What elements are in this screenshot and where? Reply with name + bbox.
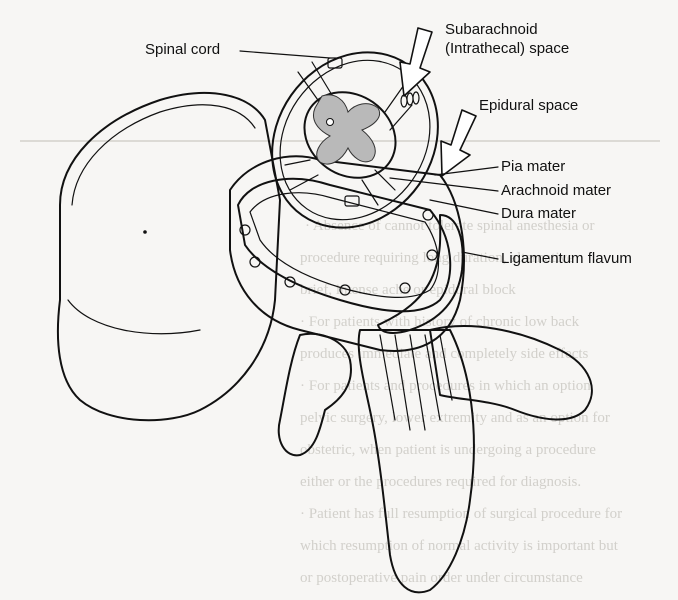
gray-matter xyxy=(313,95,379,164)
svg-text:either or the procedures requi: either or the procedures required for di… xyxy=(300,474,581,490)
epidural-arrow xyxy=(441,110,476,176)
label-intrathecal: (Intrathecal) space xyxy=(445,39,569,58)
svg-text:pelvic surgery, lower extremit: pelvic surgery, lower extremity and as a… xyxy=(300,410,610,426)
label-arachnoid-mater: Arachnoid mater xyxy=(501,181,611,200)
label-epidural-space: Epidural space xyxy=(479,96,578,115)
vertebral-body-rim xyxy=(72,105,255,205)
svg-text:· Patient has full resumption: · Patient has full resumption of surgica… xyxy=(300,506,622,522)
label-spinal-cord: Spinal cord xyxy=(145,40,220,59)
vertebral-body xyxy=(58,93,280,420)
label-subarachnoid: Subarachnoid xyxy=(445,20,538,39)
svg-text:obstetric, when patient is und: obstetric, when patient is undergoing a … xyxy=(300,442,596,458)
label-dura-mater: Dura mater xyxy=(501,204,576,223)
label-ligamentum-flavum: Ligamentum flavum xyxy=(501,249,632,268)
label-pia-mater: Pia mater xyxy=(501,157,565,176)
